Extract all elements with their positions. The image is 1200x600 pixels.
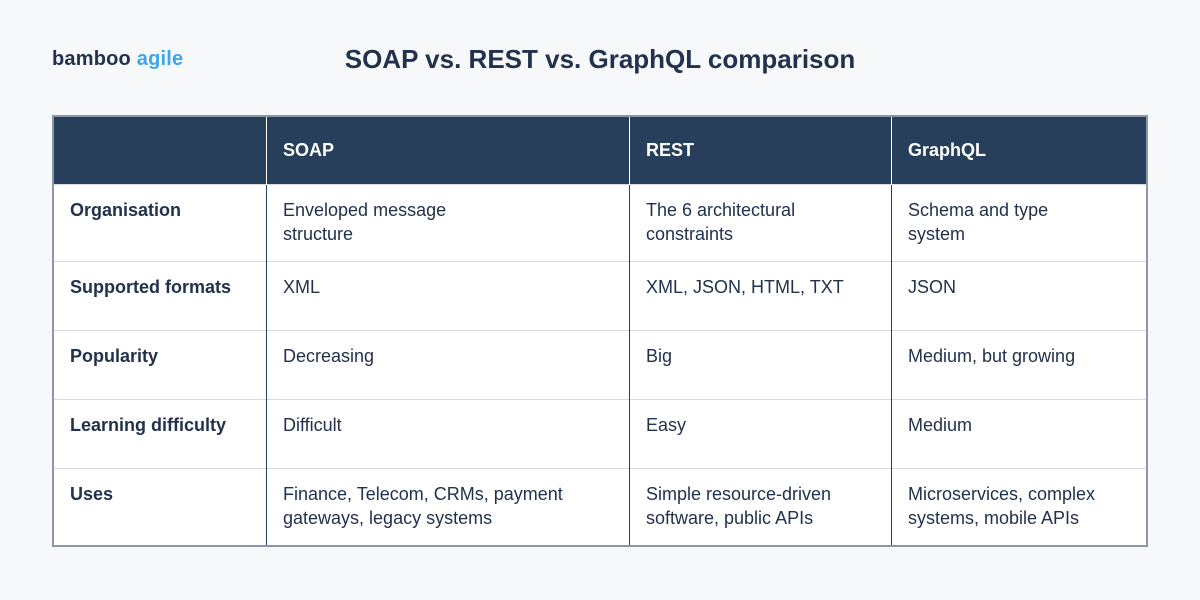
cell-soap: Finance, Telecom, CRMs, payment gateways… [266,468,630,546]
table-row: Learning difficulty Difficult Easy Mediu… [53,399,1147,469]
row-label: Popularity [53,330,267,400]
cell-graphql: Medium, but growing [891,330,1147,400]
table-header-row: SOAP REST GraphQL [53,116,1147,185]
cell-rest: XML, JSON, HTML, TXT [629,261,892,331]
cell-rest: Big [629,330,892,400]
logo-part-agile: agile [136,48,184,70]
cell-soap: Enveloped message structure [266,184,630,262]
cell-soap: Decreasing [266,330,630,400]
table-row: Organisation Enveloped message structure… [53,184,1147,262]
cell-soap: XML [266,261,630,331]
row-label: Supported formats [53,261,267,331]
row-label: Uses [53,468,267,546]
page-title: SOAP vs. REST vs. GraphQL comparison [344,44,856,74]
cell-soap: Difficult [266,399,630,469]
header-rest: REST [629,116,892,185]
comparison-table: SOAP REST GraphQL Organisation Enveloped… [52,115,1148,547]
header-empty [53,116,267,185]
header-graphql: GraphQL [891,116,1147,185]
cell-rest: Simple resource-driven software, public … [629,468,892,546]
logo-part-bamboo: bamboo [52,48,131,70]
row-label: Organisation [53,184,267,262]
cell-graphql: JSON [891,261,1147,331]
table-row: Supported formats XML XML, JSON, HTML, T… [53,261,1147,331]
logo: bamboo agile [52,48,183,71]
cell-rest: The 6 architectural constraints [629,184,892,262]
table-row: Popularity Decreasing Big Medium, but gr… [53,330,1147,400]
cell-rest: Easy [629,399,892,469]
table-row: Uses Finance, Telecom, CRMs, payment gat… [53,468,1147,546]
cell-graphql: Medium [891,399,1147,469]
row-label: Learning difficulty [53,399,267,469]
header-soap: SOAP [266,116,630,185]
cell-graphql: Schema and type system [891,184,1147,262]
cell-graphql: Microservices, complex systems, mobile A… [891,468,1147,546]
